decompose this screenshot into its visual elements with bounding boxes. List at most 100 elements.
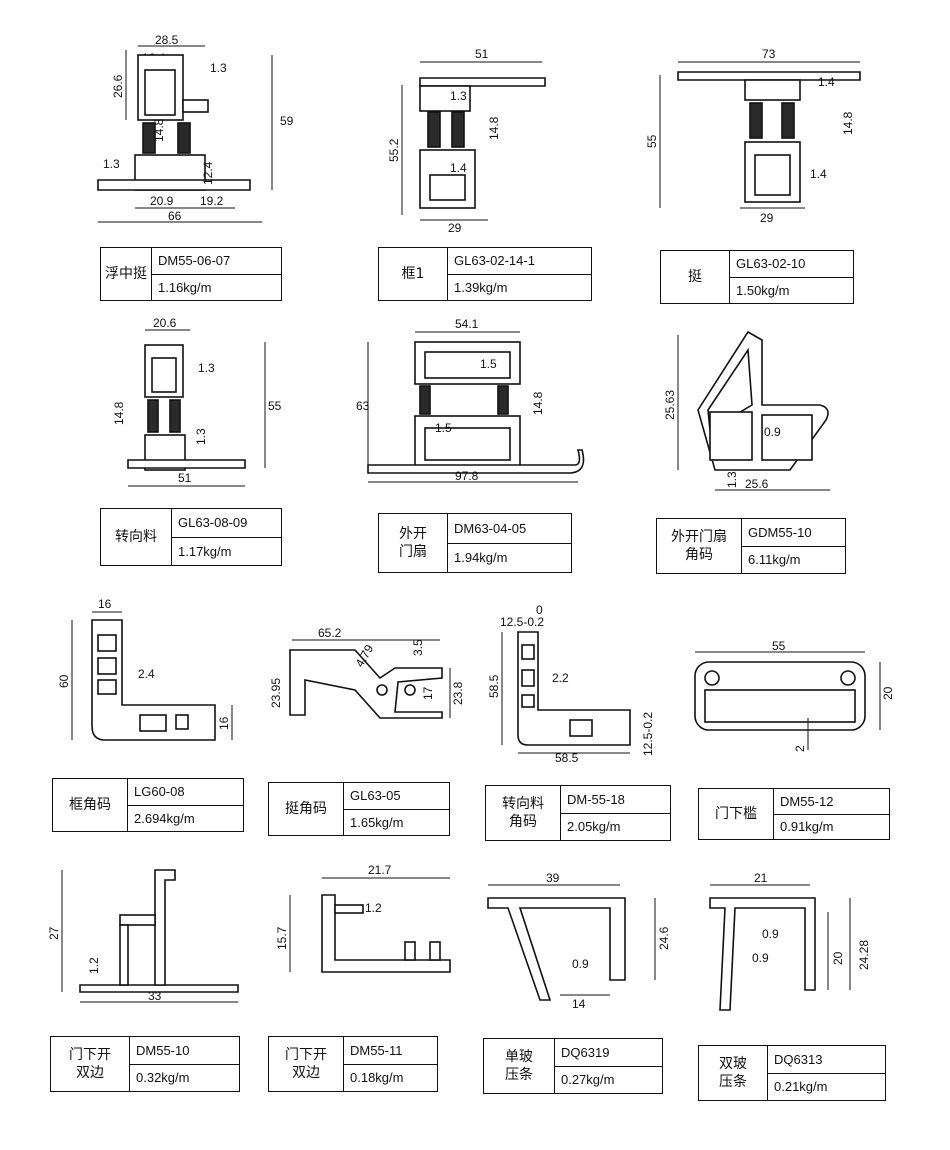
dim: 55	[268, 399, 282, 413]
profile-drawing-9: 0 12.5-0.2 58.5 2.2 58.5 12.5-0.2	[480, 590, 680, 765]
dim: 15.7	[275, 926, 289, 950]
profile-weight: 0.18kg/m	[350, 1070, 404, 1086]
dim: 16	[98, 597, 112, 611]
profile-code: DQ6319	[555, 1039, 662, 1067]
profile-code: DM63-04-05	[448, 514, 571, 544]
dim: 60	[57, 674, 71, 688]
profile-name: 双玻压条	[699, 1046, 768, 1100]
dim: 0.9	[762, 927, 779, 941]
dim: 14.8	[487, 116, 501, 140]
dim: 55	[645, 134, 659, 148]
profile-weight: 0.32kg/m	[136, 1070, 190, 1086]
dim: 1.3	[725, 471, 739, 488]
dim: 20.9	[150, 194, 174, 208]
dim: 1.5	[480, 357, 497, 371]
profile-drawing-3: 73 1.4 14.8 55 1.4 29	[640, 0, 950, 240]
dim: 12.5-0.2	[641, 712, 655, 756]
dim: 17	[421, 686, 435, 700]
profile-name: 挺	[661, 251, 730, 303]
dim: 20.6	[153, 316, 177, 330]
profile-code: GL63-05	[344, 783, 449, 810]
dim: 1.4	[818, 75, 835, 89]
dim: 73	[762, 47, 776, 61]
profile-drawing-1: 28.5 16.4 1.3 26.6 14.8 1.3 12.4 59 20.9	[0, 0, 320, 240]
dim: 55	[772, 639, 786, 653]
profile-drawing-8: 65.2 3.5 4.79 23.95 17 23.8	[250, 590, 480, 765]
dim: 1.3	[194, 428, 208, 445]
dim: 58.5	[487, 674, 501, 698]
profile-weight: 1.17kg/m	[178, 543, 232, 559]
dim: 24.6	[657, 926, 671, 950]
profile-name: 框1	[379, 248, 448, 300]
dim: 65.2	[318, 626, 342, 640]
profile-5: 54.1 1.5 14.8 1.5 63 97.8 外开门扇 DM63-04-0…	[320, 310, 640, 580]
dim: 1.3	[450, 89, 467, 103]
dim: 14.8	[152, 118, 166, 142]
profile-weight: 2.694kg/m	[134, 810, 195, 826]
dim: 0.9	[572, 957, 589, 971]
dim: 14.8	[841, 111, 855, 135]
dim: 2.4	[138, 667, 155, 681]
dim: 19.2	[200, 194, 224, 208]
profile-name: 挺角码	[269, 783, 344, 835]
dim: 51	[178, 471, 192, 485]
profile-code: DM55-11	[344, 1037, 437, 1065]
dim: 1.3	[103, 157, 120, 171]
dim: 25.6	[745, 477, 769, 491]
dim: 12.5-0.2	[500, 615, 544, 629]
dim: 1.2	[87, 957, 101, 974]
spec-table: 挺角码 GL63-05 1.65kg/m	[268, 782, 450, 836]
profile-weight: 1.65kg/m	[350, 814, 404, 830]
profile-code: DM-55-18	[561, 786, 670, 814]
profile-drawing-10: 55 20 2	[680, 590, 950, 765]
dim: 1.3	[198, 361, 215, 375]
dim: 28.5	[155, 33, 179, 47]
dim: 3.5	[411, 639, 425, 656]
profile-weight: 0.91kg/m	[780, 819, 834, 835]
profile-name: 框角码	[53, 779, 128, 831]
dim: 0	[536, 603, 543, 617]
profile-code: DM55-06-07	[152, 248, 281, 275]
dim: 21	[754, 871, 768, 885]
dim: 25.63	[663, 390, 677, 420]
dim: 14.8	[531, 391, 545, 415]
dim: 29	[448, 221, 462, 235]
profile-weight: 2.05kg/m	[567, 819, 621, 835]
profile-code: GL63-02-14-1	[448, 248, 591, 275]
profile-drawing-5: 54.1 1.5 14.8 1.5 63 97.8	[320, 310, 640, 500]
dim: 20	[881, 686, 895, 700]
dim: 39	[546, 871, 560, 885]
profile-drawing-6: 25.63 0.9 1.3 25.6	[640, 310, 950, 510]
profile-code: GDM55-10	[742, 519, 845, 547]
dim: 97.8	[455, 469, 479, 483]
profile-name: 转向料角码	[486, 786, 561, 840]
dim: 1.4	[450, 161, 467, 175]
dim: 1.5	[435, 421, 452, 435]
dim: 21.7	[368, 863, 392, 877]
dim: 14	[572, 997, 586, 1011]
profile-drawing-12: 21.7 1.2 15.7	[260, 850, 480, 1030]
dim: 23.8	[451, 681, 465, 705]
dim: 55.2	[387, 138, 401, 162]
dim: 1.4	[810, 167, 827, 181]
dim: 26.6	[111, 74, 125, 98]
dim: 2.2	[552, 671, 569, 685]
dim: 14.8	[112, 401, 126, 425]
profile-code: GL63-02-10	[730, 251, 853, 278]
profile-code: DM55-10	[130, 1037, 239, 1065]
profile-weight: 0.27kg/m	[561, 1072, 615, 1088]
